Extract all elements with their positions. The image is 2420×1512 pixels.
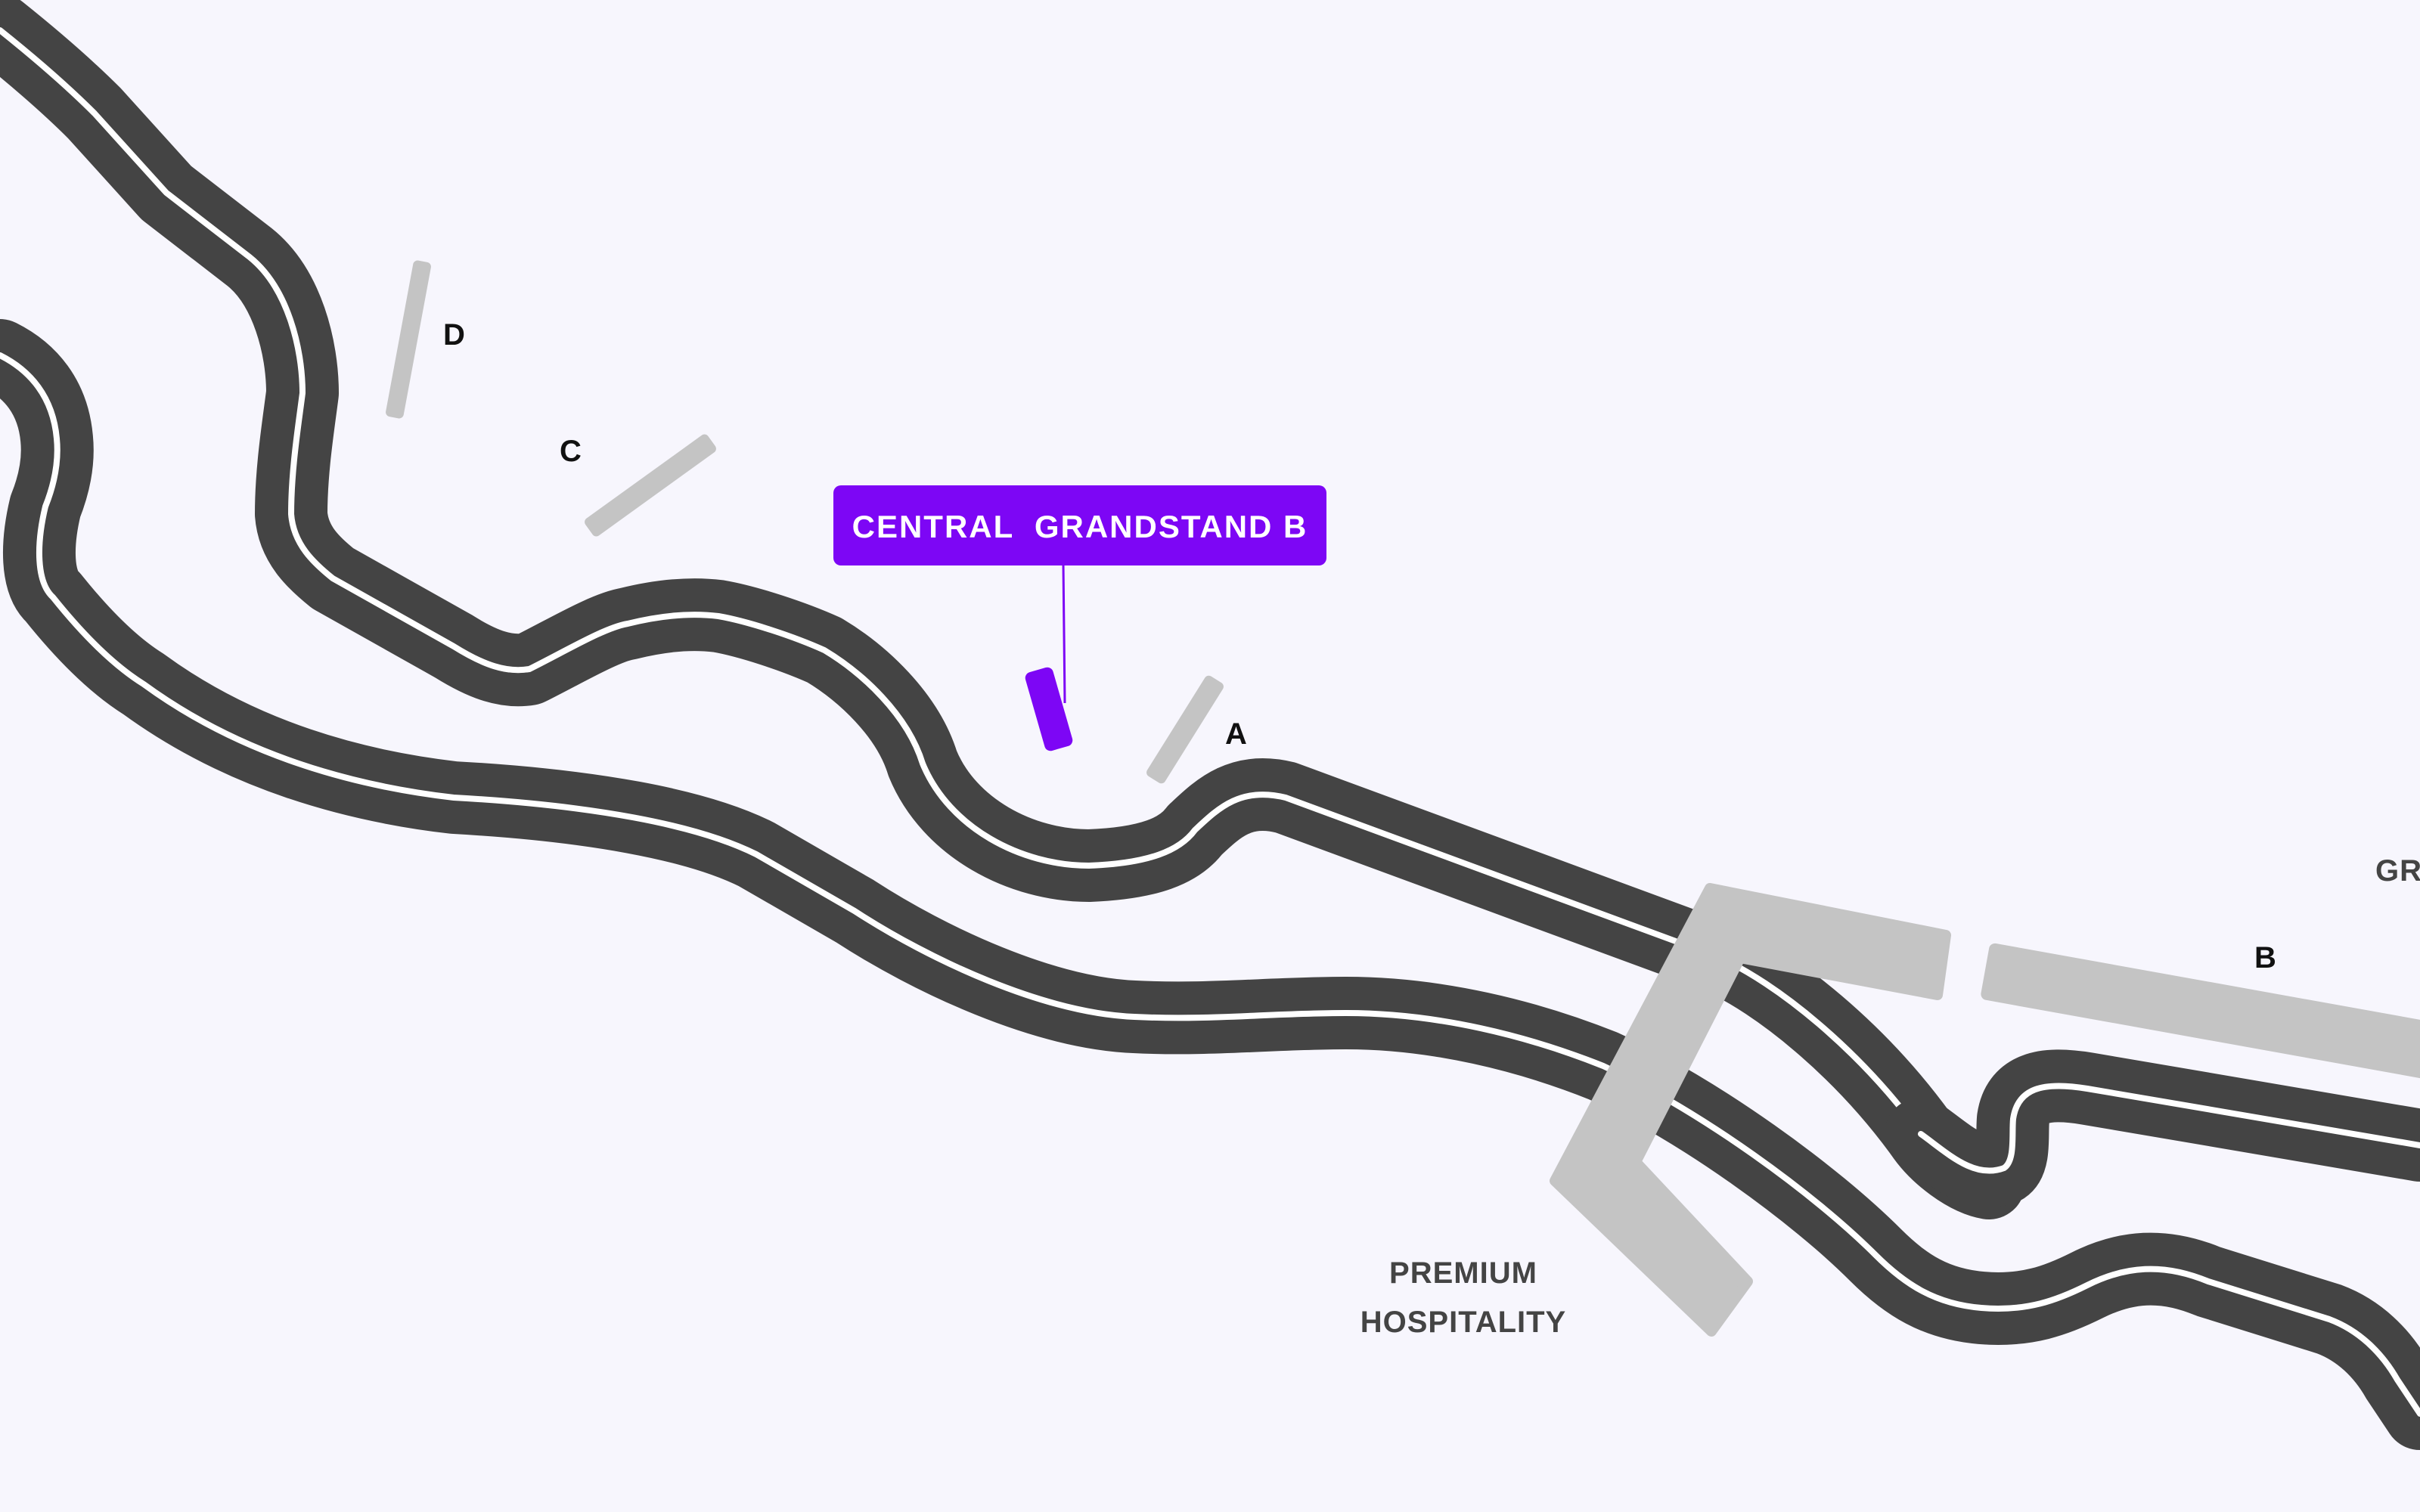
grandstand-a[interactable] xyxy=(1145,674,1225,785)
callout-label: CENTRAL GRANDSTAND B xyxy=(852,509,1308,544)
track-lower xyxy=(0,319,2420,1450)
callout-leader-line xyxy=(1062,562,1066,704)
highlighted-grandstand[interactable]: CENTRAL GRANDSTAND B xyxy=(833,485,1326,752)
premium-hospitality-stand[interactable] xyxy=(1550,883,1951,1337)
partial-zone-label: GR xyxy=(2375,854,2420,888)
stand-label-d: D xyxy=(443,318,465,352)
grandstands xyxy=(385,260,2420,1337)
stand-label-a: A xyxy=(1225,717,1247,751)
callout-box[interactable] xyxy=(833,485,1326,565)
highlight-stand-marker[interactable] xyxy=(1024,666,1074,752)
premium-label-line1: PREMIUM xyxy=(1389,1256,1537,1290)
track-right-branch xyxy=(1885,1049,2420,1207)
premium-label-line2: HOSPITALITY xyxy=(1360,1306,1566,1339)
labels: D C A B PREMIUM HOSPITALITY GR xyxy=(443,318,2420,1339)
grandstand-c[interactable] xyxy=(583,432,718,538)
stand-label-c: C xyxy=(560,435,582,468)
stand-label-b: B xyxy=(2254,941,2276,974)
grandstand-d[interactable] xyxy=(385,260,432,420)
grandstand-b[interactable] xyxy=(1980,943,2420,1081)
track-upper xyxy=(0,0,2025,1219)
